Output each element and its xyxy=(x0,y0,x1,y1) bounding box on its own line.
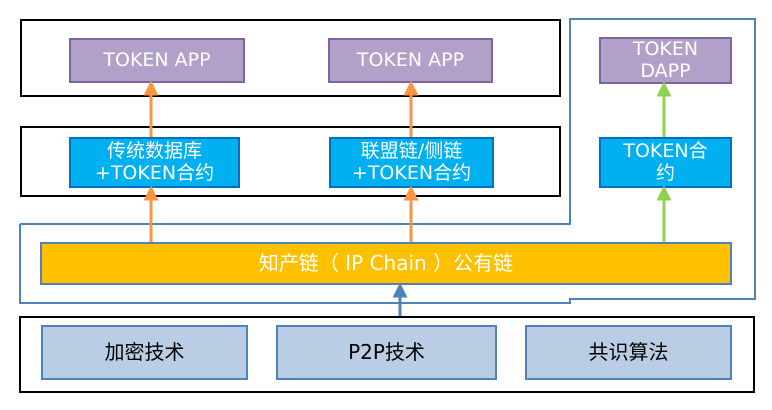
token-app-label-1: TOKEN APP xyxy=(103,48,211,71)
consortium-chain-contract-box: 联盟链/侧链 +TOKEN合约 xyxy=(329,137,494,188)
traditional-db-line-2: +TOKEN合约 xyxy=(94,161,215,184)
tech-item-p2p: P2P技术 xyxy=(276,325,497,380)
traditional-db-line-1: 传统数据库 xyxy=(106,139,202,162)
consortium-chain-line-1: 联盟链/侧链 xyxy=(360,139,463,162)
token-dapp-box: TOKEN DAPP xyxy=(599,37,732,84)
traditional-db-contract-box: 传统数据库 +TOKEN合约 xyxy=(69,137,240,188)
public-chain-label: 知产链（ IP Chain ）公有链 xyxy=(258,251,514,275)
tech-layer-frame xyxy=(19,316,755,393)
token-app-box-2: TOKEN APP xyxy=(328,38,493,83)
tech-item-p2p-label: P2P技术 xyxy=(348,340,425,364)
token-contract-line-1: TOKEN合 xyxy=(623,139,708,162)
public-chain-bar: 知产链（ IP Chain ）公有链 xyxy=(40,242,732,285)
tech-item-consensus-label: 共识算法 xyxy=(588,340,669,364)
token-contract-line-2: 约 xyxy=(655,161,675,184)
token-dapp-line-1: TOKEN xyxy=(632,37,699,60)
tech-item-consensus: 共识算法 xyxy=(525,325,732,380)
tech-item-encryption: 加密技术 xyxy=(41,325,248,380)
token-contract-box: TOKEN合 约 xyxy=(599,137,732,188)
token-app-label-2: TOKEN APP xyxy=(356,48,465,71)
consortium-chain-line-2: +TOKEN合约 xyxy=(351,161,472,184)
token-dapp-line-2: DAPP xyxy=(640,59,691,82)
tech-item-encryption-label: 加密技术 xyxy=(104,340,185,364)
app-layer-frame xyxy=(20,19,561,97)
contract-layer-frame xyxy=(20,126,561,197)
